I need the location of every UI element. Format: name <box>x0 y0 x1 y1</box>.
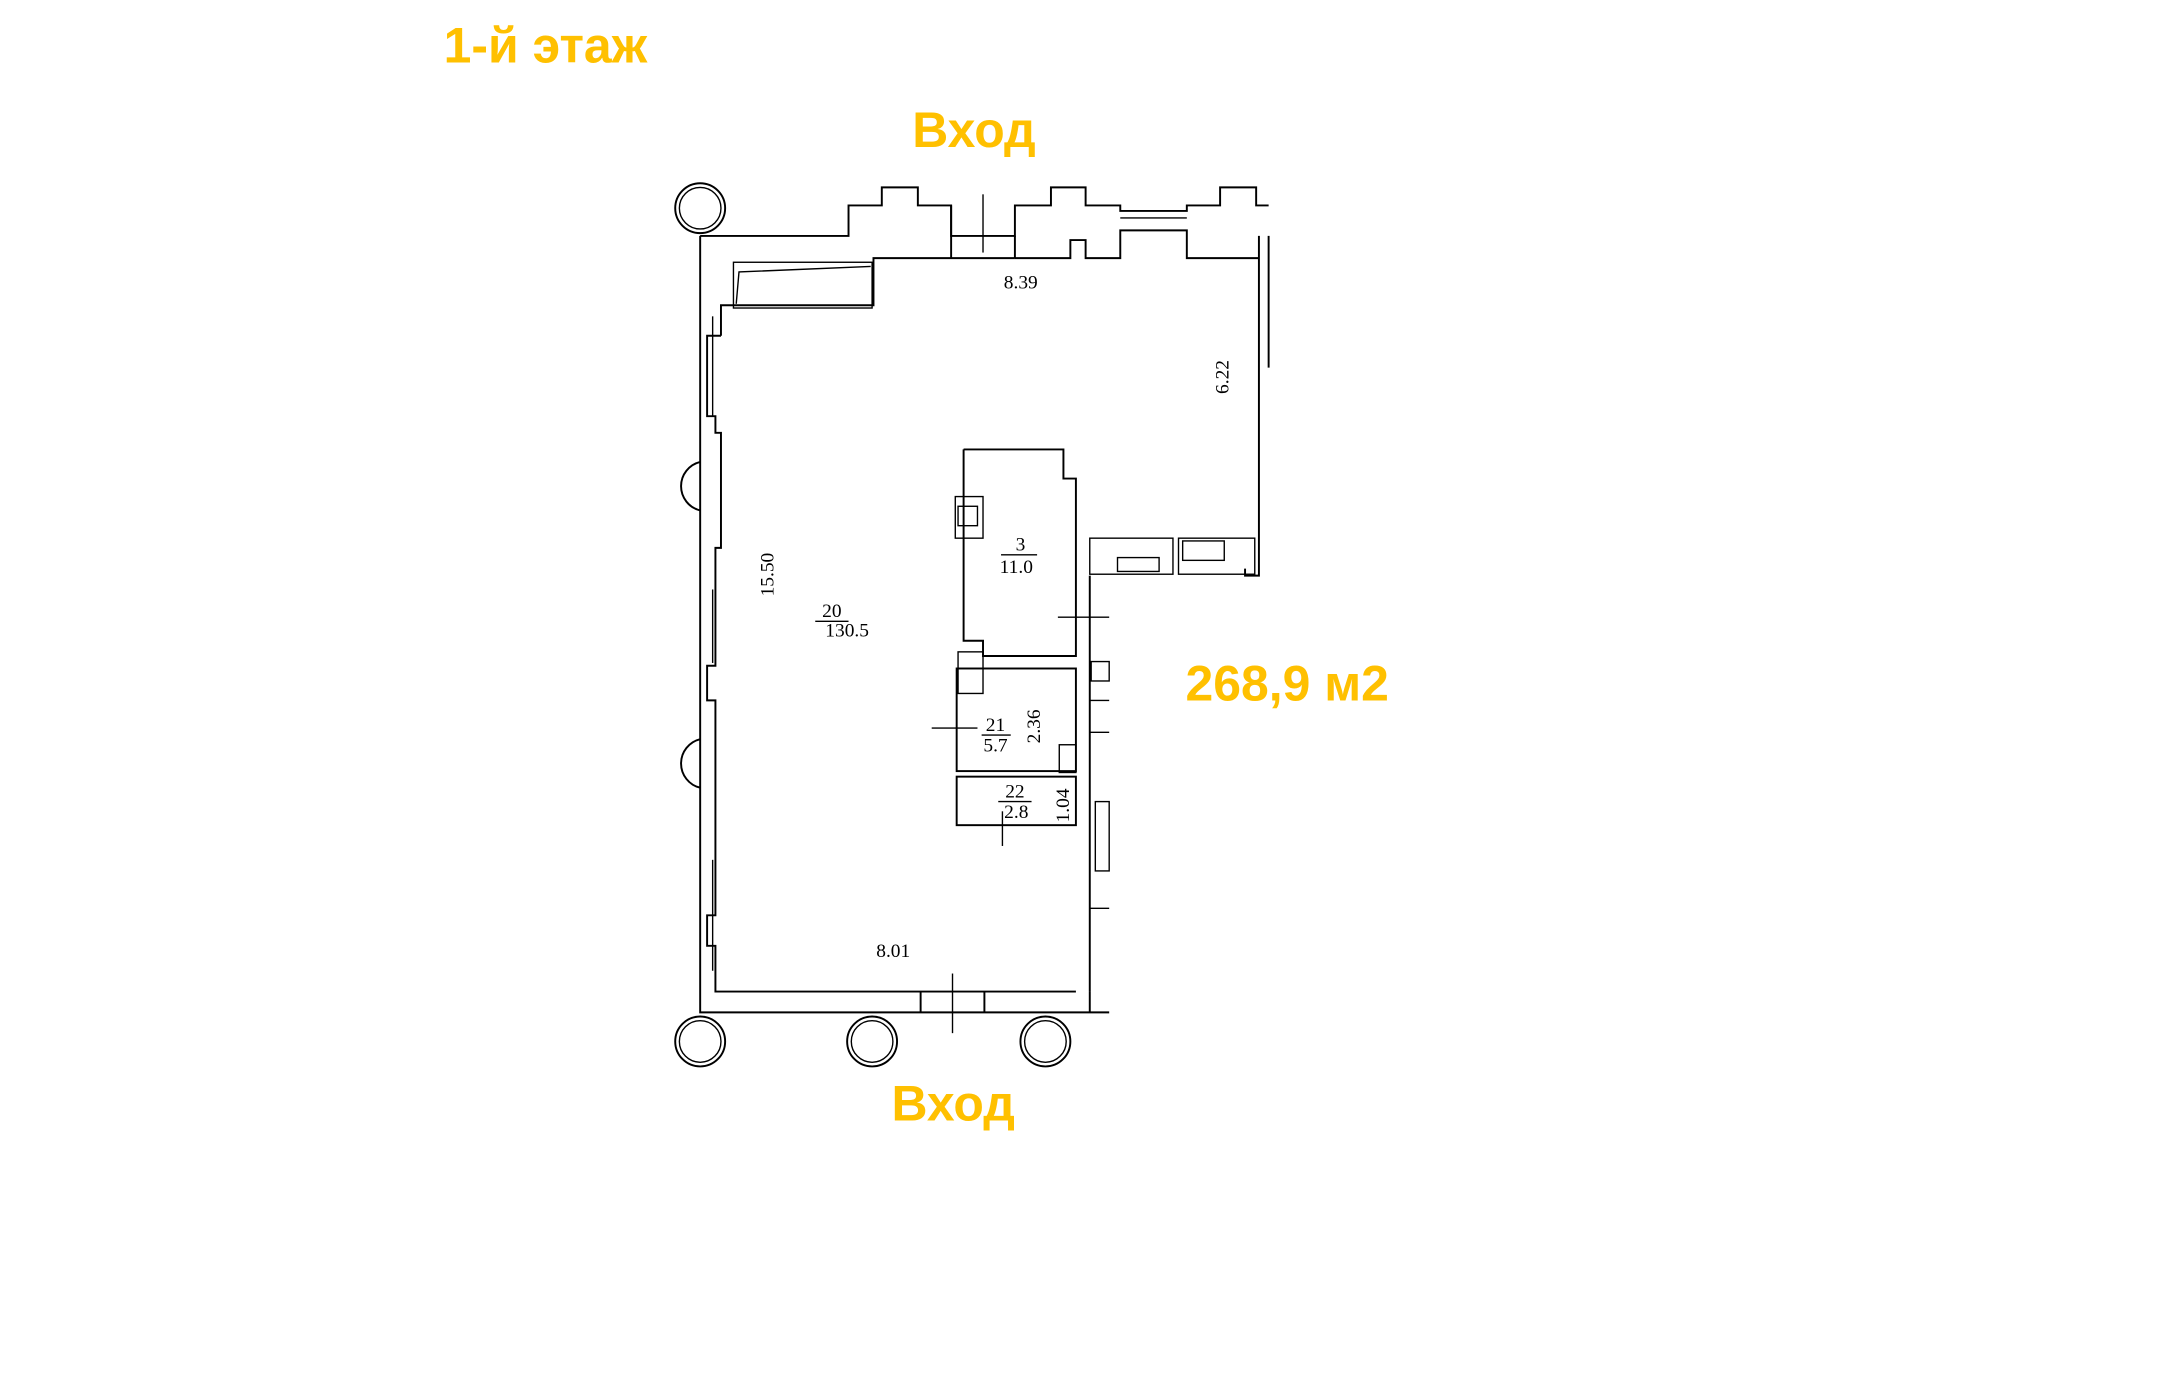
dimension-room22: 1.04 <box>1053 788 1074 822</box>
entrance-label-bottom: Вход <box>892 1075 1015 1131</box>
room-20-number: 20 <box>822 601 841 622</box>
total-area-label: 268,9 м2 <box>1185 655 1388 711</box>
dimension-room21: 2.36 <box>1024 709 1045 743</box>
dimension-top: 8.39 <box>1004 273 1038 294</box>
room-labels: 20 130.5 3 11.0 21 5.7 22 2.8 <box>815 535 1038 823</box>
walls <box>674 182 1270 1068</box>
dimension-left: 15.50 <box>758 553 779 597</box>
room-3-area: 11.0 <box>1000 557 1033 578</box>
entrance-label-top: Вход <box>912 102 1035 158</box>
room-22-area: 2.8 <box>1004 802 1028 823</box>
floor-title: 1-й этаж <box>444 18 648 74</box>
room-21-number: 21 <box>986 715 1005 736</box>
room-21-area: 5.7 <box>983 736 1008 757</box>
room-20-area: 130.5 <box>825 621 869 642</box>
room-3-number: 3 <box>1016 535 1026 556</box>
dimension-labels: 8.39 6.22 15.50 8.01 2.36 1.04 <box>758 273 1234 962</box>
dimension-bottom: 8.01 <box>876 941 910 962</box>
dimension-right: 6.22 <box>1212 360 1233 394</box>
room-22-number: 22 <box>1005 781 1024 802</box>
